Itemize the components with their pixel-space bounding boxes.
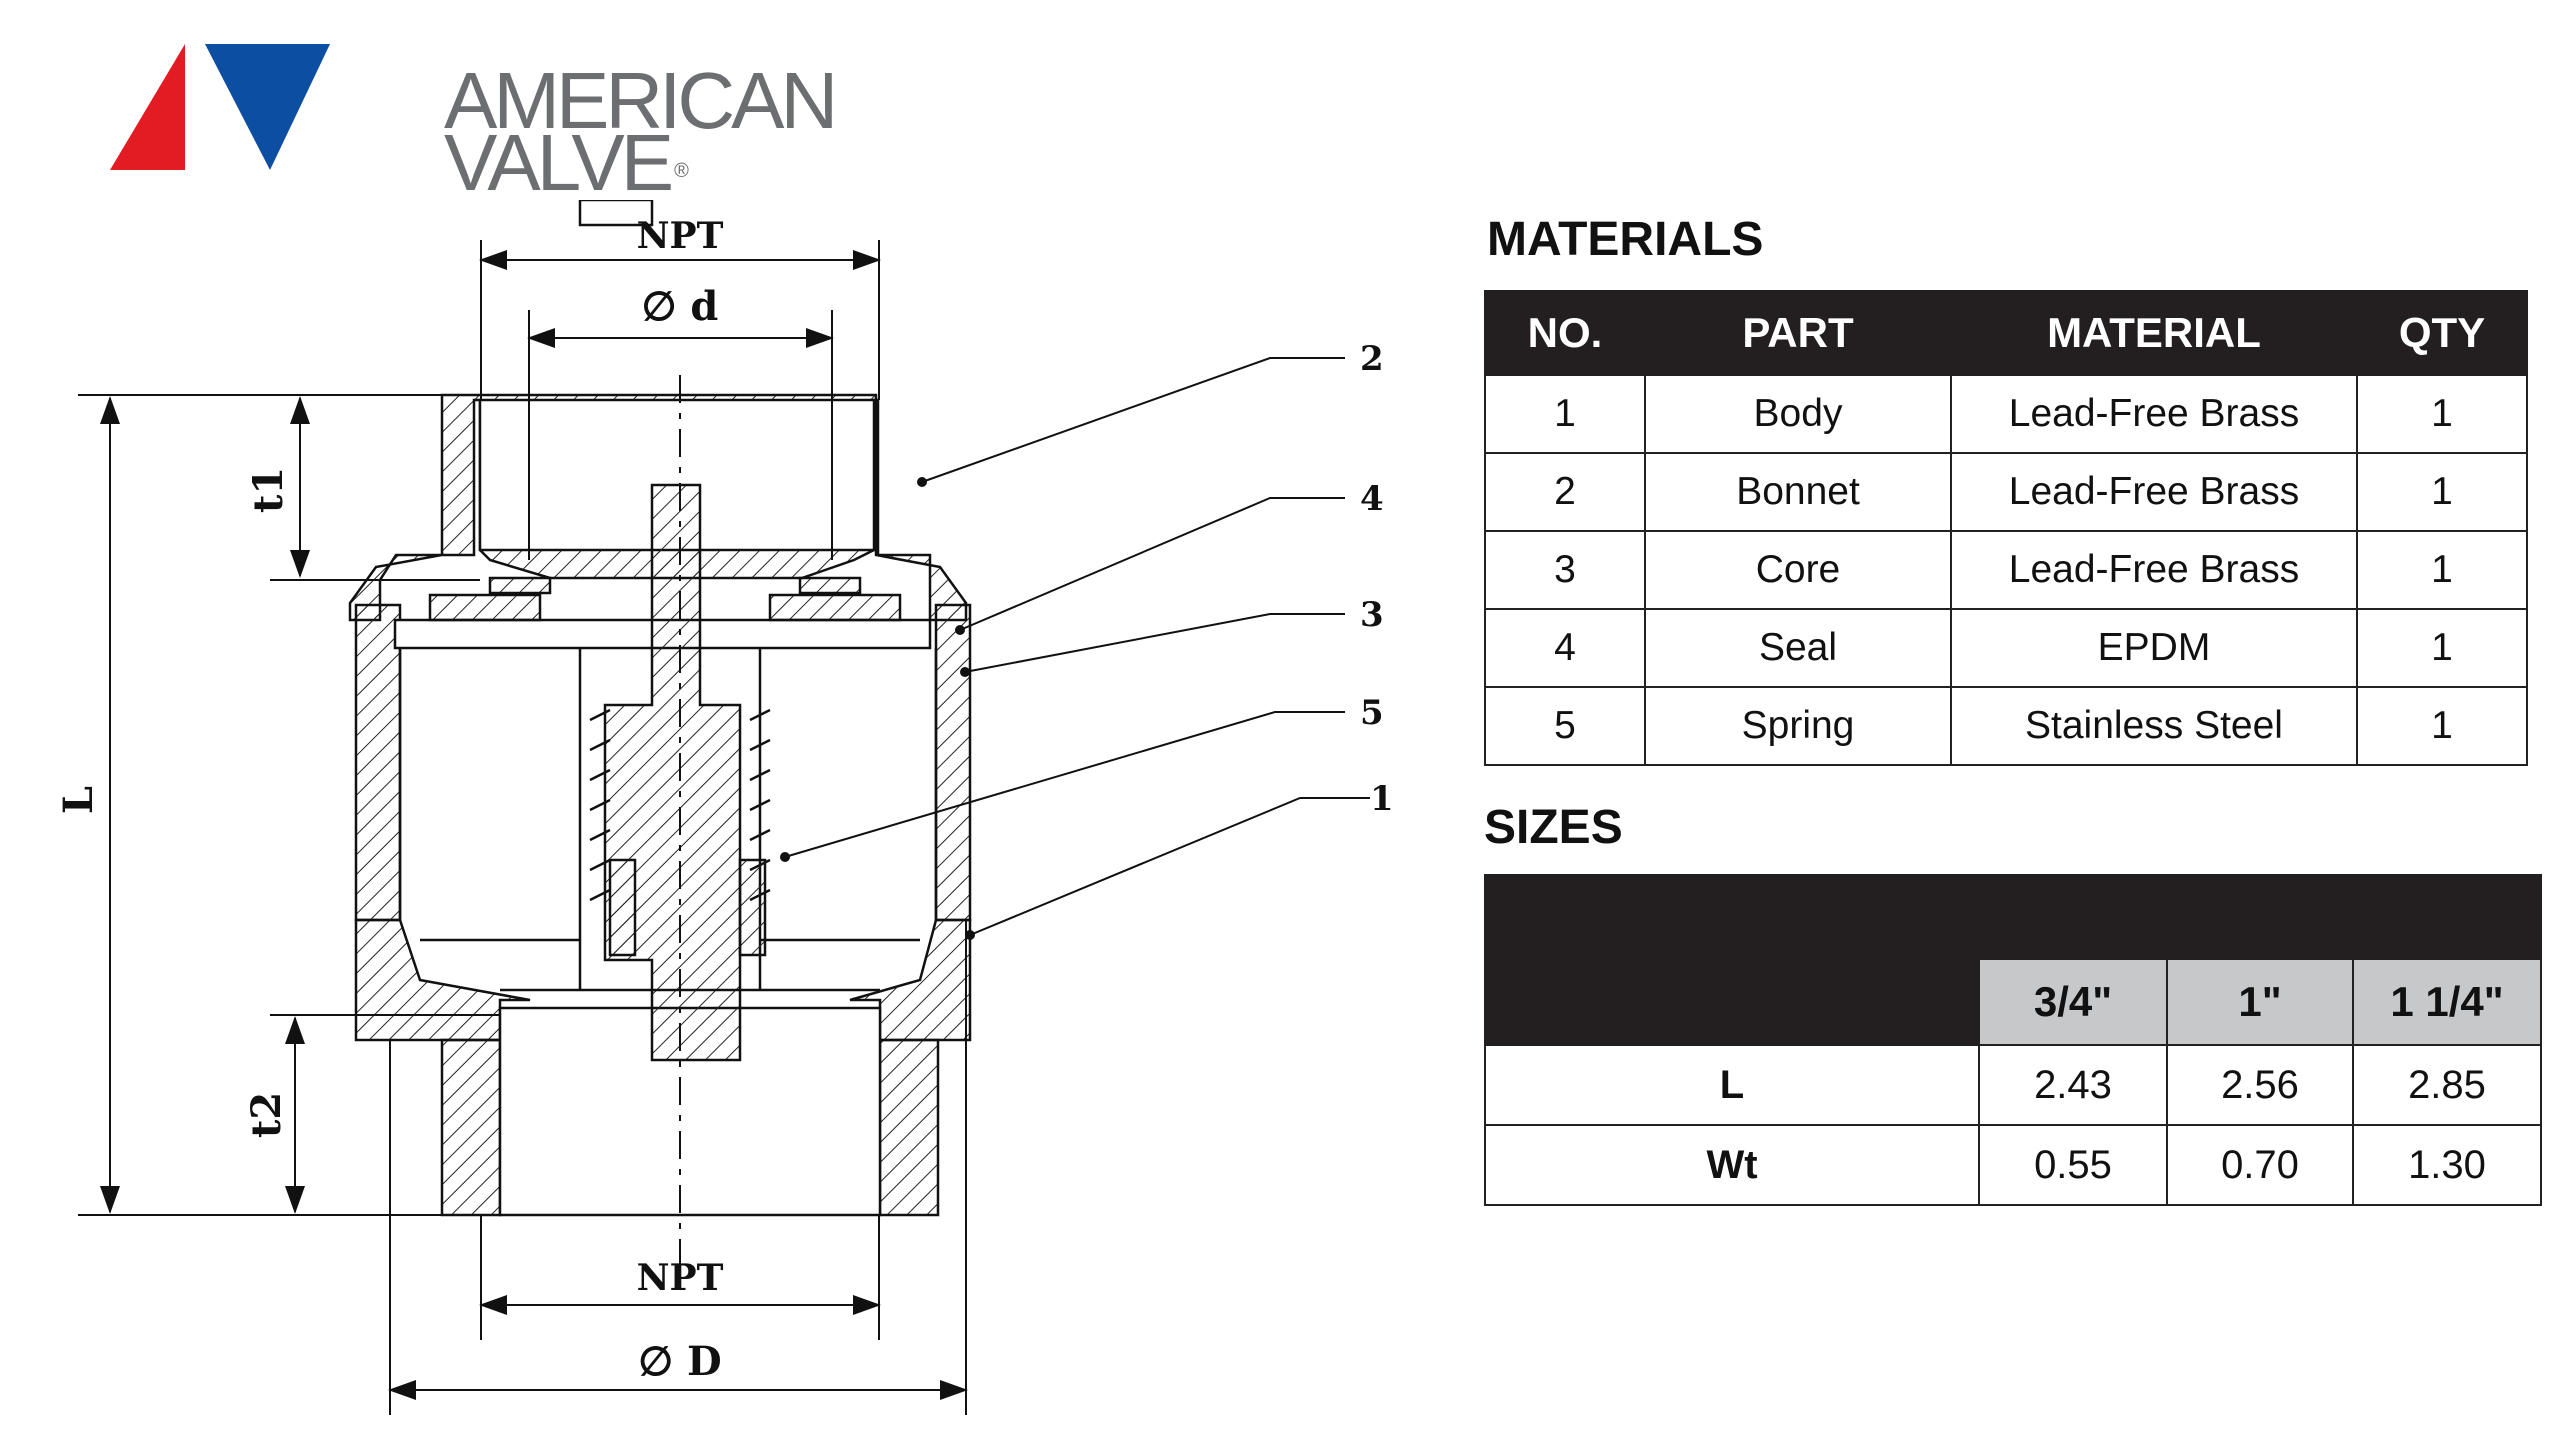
cell-no: 3: [1484, 530, 1646, 610]
cell-material: Lead-Free Brass: [1950, 374, 2358, 454]
cell-material: Stainless Steel: [1950, 686, 2358, 766]
callout-4: 4: [1360, 479, 1384, 519]
cell-no: 2: [1484, 452, 1646, 532]
sizes-header-row: 3/4" 1" 1 1/4": [1484, 958, 2542, 1046]
length-label: L: [60, 786, 102, 814]
cell-no: 5: [1484, 686, 1646, 766]
table-row: 5 Spring Stainless Steel 1: [1484, 686, 2528, 766]
callout-2: 2: [1360, 339, 1384, 379]
callout-1: 1: [1370, 779, 1394, 819]
sizes-top-band: [1484, 874, 2542, 960]
cell-material: Lead-Free Brass: [1950, 452, 2358, 532]
sizes-band-cell: [1484, 874, 2542, 960]
american-valve-logo: AMERICAN VALVE®: [110, 40, 838, 203]
materials-header-row: NO. PART MATERIAL QTY: [1484, 290, 2528, 376]
cell-value: 2.56: [2166, 1044, 2354, 1126]
sizes-table: 3/4" 1" 1 1/4" L 2.43 2.56 2.85 Wt 0.55 …: [1484, 874, 2542, 1206]
table-row: 2 Bonnet Lead-Free Brass 1: [1484, 452, 2528, 532]
size-col-1-1-4: 1 1/4": [2352, 958, 2542, 1046]
cell-qty: 1: [2356, 608, 2528, 688]
table-row: Wt 0.55 0.70 1.30: [1484, 1124, 2542, 1206]
t2-label: t2: [243, 1092, 290, 1138]
row-label-l: L: [1484, 1044, 1980, 1126]
materials-title: MATERIALS: [1487, 213, 1764, 266]
cell-qty: 1: [2356, 530, 2528, 610]
table-row: 3 Core Lead-Free Brass 1: [1484, 530, 2528, 610]
materials-table: NO. PART MATERIAL QTY 1 Body Lead-Free B…: [1484, 290, 2528, 766]
size-col-3-4: 3/4": [1978, 958, 2168, 1046]
small-diameter-label: ∅ d: [642, 283, 719, 330]
cell-value: 0.55: [1978, 1124, 2168, 1206]
cell-no: 1: [1484, 374, 1646, 454]
cell-part: Seal: [1644, 608, 1952, 688]
logo-wordmark: AMERICAN VALVE®: [444, 56, 838, 203]
logo-line-1: AMERICAN: [444, 56, 838, 145]
spring-coils: [589, 708, 771, 902]
table-row: L 2.43 2.56 2.85: [1484, 1044, 2542, 1126]
cell-no: 4: [1484, 608, 1646, 688]
cell-part: Body: [1644, 374, 1952, 454]
sizes-title: SIZES: [1484, 801, 1623, 854]
cell-value: 1.30: [2352, 1124, 2542, 1206]
cell-material: EPDM: [1950, 608, 2358, 688]
callout-leaders: [784, 357, 1370, 936]
t1-label: t1: [245, 467, 292, 513]
large-diameter-label: ∅ D: [638, 1338, 721, 1385]
cell-value: 0.70: [2166, 1124, 2354, 1206]
callout-5: 5: [1360, 693, 1384, 733]
callout-3: 3: [1360, 595, 1384, 635]
npt-bottom-label: NPT: [637, 1257, 724, 1299]
valve-cross-section-diagram: NPT ∅ d t1 L t2 NPT ∅ D 2 4 3 5 1: [60, 200, 1394, 1415]
logo-triangle-icon: [110, 44, 330, 170]
registered-mark: ®: [674, 160, 689, 182]
cell-part: Core: [1644, 530, 1952, 610]
logo-line-2: VALVE®: [444, 123, 834, 203]
valve-body-outline: [348, 200, 972, 1270]
cell-part: Spring: [1644, 686, 1952, 766]
row-label-wt: Wt: [1484, 1124, 1980, 1206]
dimension-lines: [78, 240, 968, 1415]
cell-qty: 1: [2356, 686, 2528, 766]
header-no: NO.: [1484, 290, 1646, 376]
sizes-corner-cell: [1484, 958, 1980, 1046]
cell-qty: 1: [2356, 374, 2528, 454]
header-material: MATERIAL: [1950, 290, 2358, 376]
table-row: 1 Body Lead-Free Brass 1: [1484, 374, 2528, 454]
size-col-1: 1": [2166, 958, 2354, 1046]
cell-material: Lead-Free Brass: [1950, 530, 2358, 610]
header-qty: QTY: [2356, 290, 2528, 376]
cell-value: 2.43: [1978, 1044, 2168, 1126]
npt-top-label: NPT: [637, 215, 724, 257]
cell-value: 2.85: [2352, 1044, 2542, 1126]
callout-dots: [780, 477, 975, 940]
table-row: 4 Seal EPDM 1: [1484, 608, 2528, 688]
header-part: PART: [1644, 290, 1952, 376]
logo-line-2-text: VALVE: [444, 118, 674, 207]
cell-qty: 1: [2356, 452, 2528, 532]
cell-part: Bonnet: [1644, 452, 1952, 532]
